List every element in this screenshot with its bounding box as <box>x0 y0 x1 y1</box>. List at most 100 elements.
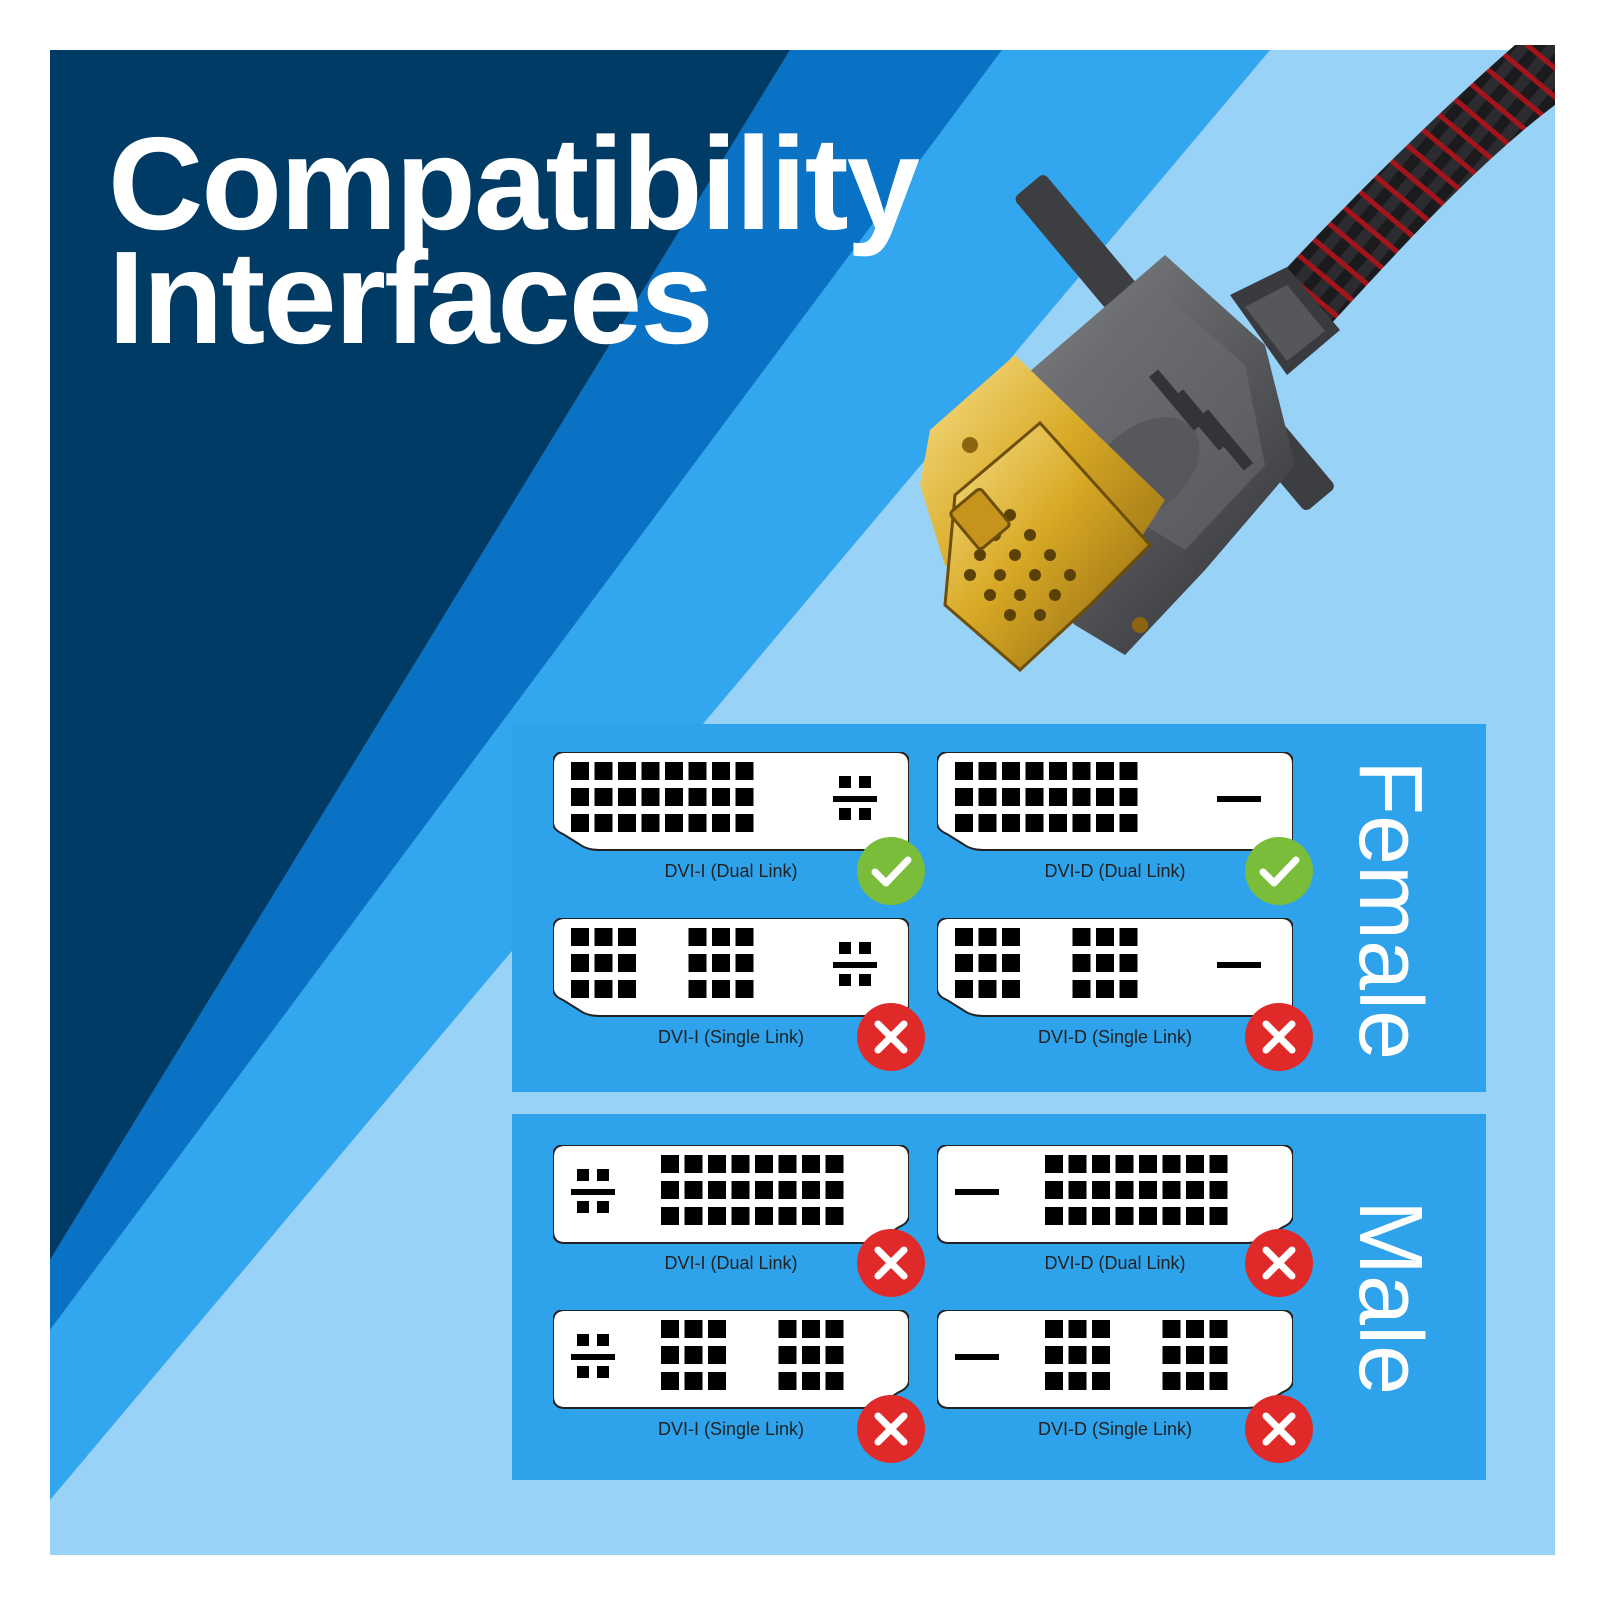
connector-pin <box>1045 1346 1063 1364</box>
connector-pin <box>641 762 660 780</box>
connector-pin <box>955 788 973 806</box>
connector-pin <box>571 980 589 998</box>
connector-pin <box>955 954 973 972</box>
analog-pin <box>839 776 851 788</box>
connector-pin <box>955 762 973 780</box>
connector-pin <box>978 762 997 780</box>
connector-pin <box>618 954 636 972</box>
connector-pin <box>1096 980 1114 998</box>
connector-pin <box>712 762 730 780</box>
connector-pin <box>665 762 683 780</box>
connector-pin <box>802 1320 820 1338</box>
connector-pin <box>1045 1155 1063 1173</box>
cross-icon <box>857 1003 925 1071</box>
connector-pin <box>825 1207 844 1225</box>
connector-pin <box>1186 1207 1204 1225</box>
connector-pin <box>735 980 754 998</box>
connector-pin <box>708 1155 726 1173</box>
badge-circle <box>1245 837 1313 905</box>
connector-pin <box>1025 788 1044 806</box>
connector-pin <box>688 814 707 832</box>
connector-pin <box>1045 1207 1063 1225</box>
connector-pin <box>1115 1181 1134 1199</box>
connector-pin <box>684 1207 703 1225</box>
connector-pin <box>978 788 997 806</box>
connector-pin <box>688 928 707 946</box>
connector-pin <box>1002 762 1020 780</box>
connector-pin <box>735 788 754 806</box>
connector-pin <box>978 954 997 972</box>
connector-pin <box>1025 814 1044 832</box>
connector-outline <box>937 918 1293 1017</box>
connector-pin <box>1068 1155 1087 1173</box>
blade-pin <box>833 796 877 802</box>
connector-pin <box>684 1181 703 1199</box>
blade-pin <box>1217 796 1261 802</box>
connector-pin <box>708 1346 726 1364</box>
connector-pin <box>1186 1372 1204 1390</box>
connector-pin <box>1162 1181 1181 1199</box>
connector-pin <box>708 1320 726 1338</box>
connector-pin <box>1002 788 1020 806</box>
check-icon <box>857 837 925 905</box>
connector-pin <box>778 1181 797 1199</box>
analog-pin <box>859 808 871 820</box>
connector-pin <box>1209 1181 1228 1199</box>
connector-pin <box>802 1346 820 1364</box>
connector-pin <box>1162 1207 1181 1225</box>
connector-pin <box>1096 788 1114 806</box>
mid-blue-band <box>50 50 1002 1330</box>
connector-pin <box>1096 954 1114 972</box>
cross-mark <box>874 1412 908 1446</box>
connector-pin <box>618 762 636 780</box>
connector-pin <box>1092 1207 1110 1225</box>
connector-pin <box>1068 1181 1087 1199</box>
page-title-line-1: Compatibility <box>108 110 920 257</box>
connector-pin <box>1072 954 1091 972</box>
connector-male-dvi-i-single <box>553 1310 909 1409</box>
connector-pin <box>1045 1181 1063 1199</box>
connector-pin <box>594 814 613 832</box>
connector-pin <box>825 1372 844 1390</box>
badge-circle <box>857 837 925 905</box>
connector-pin <box>955 928 973 946</box>
connector-pin <box>735 762 754 780</box>
connector-pin <box>594 928 613 946</box>
connector-pin <box>802 1372 820 1390</box>
cross-icon <box>1245 1229 1313 1297</box>
connector-pin <box>1092 1181 1110 1199</box>
connector-pin <box>665 814 683 832</box>
connector-pin <box>978 814 997 832</box>
analog-pin <box>859 776 871 788</box>
connector-pin <box>1072 788 1091 806</box>
connector-pin <box>735 928 754 946</box>
connector-pin <box>661 1207 679 1225</box>
connector-caption: DVI-D (Dual Link) <box>1044 861 1186 881</box>
connector-pin <box>688 980 707 998</box>
connector-pin <box>1162 1372 1181 1390</box>
connector-pin <box>1162 1320 1181 1338</box>
connector-pin <box>1162 1155 1181 1173</box>
connector-pin <box>1209 1372 1228 1390</box>
connector-pin <box>1002 954 1020 972</box>
analog-pin <box>859 974 871 986</box>
connector-pin <box>688 788 707 806</box>
connector-pin <box>755 1207 773 1225</box>
blade-pin <box>833 962 877 968</box>
connector-pin <box>661 1346 679 1364</box>
connector-pin <box>735 954 754 972</box>
connector-pin <box>1115 1207 1134 1225</box>
connector-pin <box>1092 1372 1110 1390</box>
analog-pin <box>859 942 871 954</box>
connector-pin <box>684 1372 703 1390</box>
connector-pin <box>1186 1155 1204 1173</box>
connector-female-dvi-d-single <box>937 918 1293 1017</box>
connector-pin <box>978 980 997 998</box>
connector-pin <box>712 788 730 806</box>
connector-pin <box>735 814 754 832</box>
analog-pin <box>839 808 851 820</box>
connector-pin <box>1186 1346 1204 1364</box>
connector-pin <box>1209 1320 1228 1338</box>
connector-pin <box>594 980 613 998</box>
